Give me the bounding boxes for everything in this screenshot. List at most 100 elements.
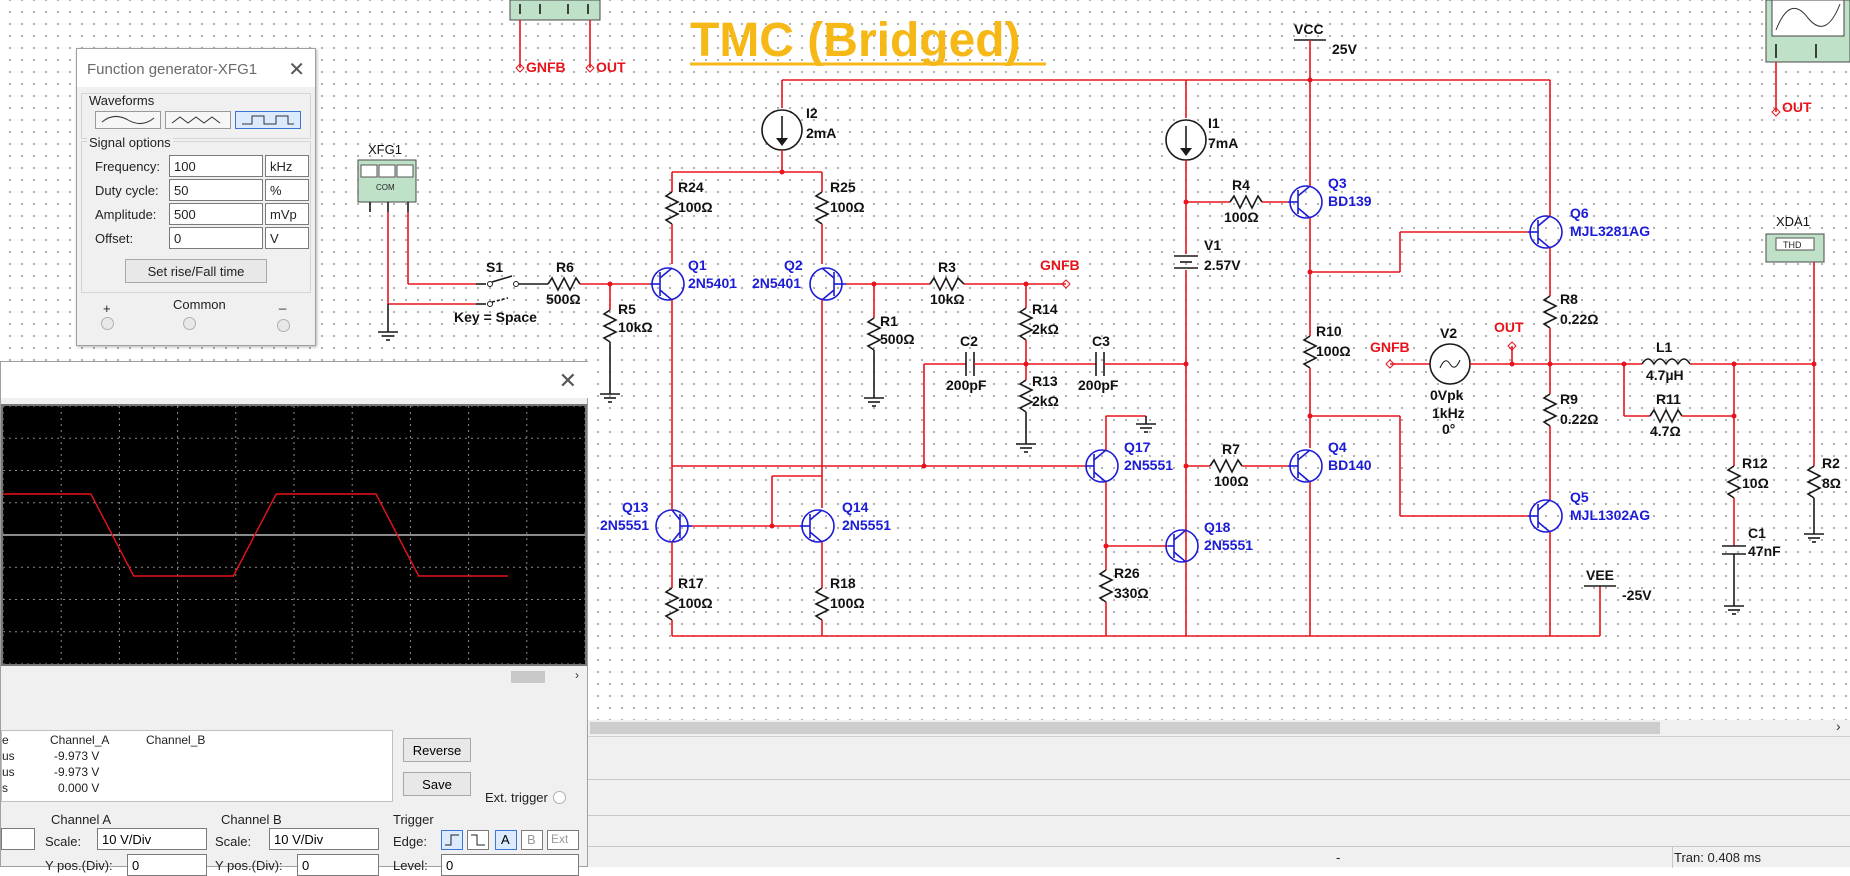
battery-v1[interactable]: [1174, 255, 1198, 269]
transistor-q17[interactable]: [1085, 449, 1119, 483]
ch-a-scale-field[interactable]: 10 V/Div: [97, 828, 207, 850]
square-wave-button[interactable]: [235, 111, 301, 129]
resistor-r10[interactable]: [1302, 335, 1318, 369]
r7-ref: R7: [1222, 441, 1240, 457]
resistor-r18[interactable]: [814, 587, 830, 621]
resistor-r25[interactable]: [814, 191, 830, 225]
capacitor-c2[interactable]: [965, 352, 975, 376]
canvas-scroll-thumb[interactable]: [590, 722, 1660, 734]
resistor-r2[interactable]: [1806, 465, 1822, 499]
transistor-q14[interactable]: [800, 509, 835, 543]
duty-cycle-unit[interactable]: %: [265, 179, 309, 201]
oscilloscope-graticule: [2, 405, 586, 665]
transistor-q4[interactable]: [1288, 449, 1323, 483]
frequency-unit[interactable]: kHz: [265, 155, 309, 177]
function-generator-titlebar[interactable]: Function generator-XFG1 ✕: [77, 49, 315, 87]
vcc-voltage: 25V: [1332, 41, 1358, 57]
readout-table: e Channel_A Channel_B us -9.973 V us -9.…: [1, 730, 393, 802]
scroll-right-arrow-icon[interactable]: ›: [1836, 718, 1841, 734]
minus-terminal-radio[interactable]: [277, 319, 290, 332]
transistor-q2[interactable]: [809, 267, 846, 301]
resistor-r26[interactable]: [1098, 569, 1114, 603]
transistor-q1[interactable]: [650, 267, 685, 301]
resistor-r14[interactable]: [1018, 307, 1034, 341]
inductor-l1[interactable]: [1641, 358, 1691, 366]
sine-wave-button[interactable]: [95, 111, 161, 129]
resistor-r9[interactable]: [1542, 393, 1558, 427]
set-rise-fall-time-button[interactable]: Set rise/Fall time: [125, 259, 267, 283]
trigger-b-button[interactable]: B: [521, 830, 543, 850]
transistor-q3[interactable]: [1288, 185, 1323, 219]
xda1-distortion-analyzer[interactable]: THD: [1765, 233, 1825, 263]
oscilloscope-screen[interactable]: [0, 404, 587, 666]
reverse-button[interactable]: Reverse: [403, 738, 471, 762]
amplitude-unit[interactable]: mVp: [265, 203, 309, 225]
trigger-a-button[interactable]: A: [495, 830, 517, 850]
common-terminal-label: Common: [173, 297, 226, 312]
v2-phase: 0°: [1442, 421, 1455, 437]
function-generator-dialog[interactable]: Function generator-XFG1 ✕ Waveforms Sign…: [76, 48, 316, 346]
instrument-top-left[interactable]: [509, 0, 601, 21]
oscilloscope-scrollbar[interactable]: [1, 670, 587, 684]
resistor-r17[interactable]: [664, 587, 680, 621]
ext-trigger-radio[interactable]: [553, 791, 566, 804]
r6-ref: R6: [556, 259, 574, 275]
offset-unit[interactable]: V: [265, 227, 309, 249]
capacitor-c3[interactable]: [1095, 352, 1105, 376]
resistor-r5[interactable]: [602, 309, 618, 343]
offset-input[interactable]: 0: [169, 227, 263, 249]
trigger-ext-button[interactable]: Ext: [547, 830, 579, 850]
resistor-r8[interactable]: [1542, 295, 1558, 329]
scroll-right-icon[interactable]: ›: [575, 668, 579, 682]
transistor-q13[interactable]: [655, 509, 692, 543]
current-source-i1[interactable]: [1165, 119, 1207, 161]
resistor-r3[interactable]: [929, 276, 965, 292]
resistor-r11[interactable]: [1649, 408, 1683, 424]
common-terminal-radio[interactable]: [183, 317, 196, 330]
resistor-r7[interactable]: [1209, 458, 1243, 474]
resistor-r24[interactable]: [664, 191, 680, 225]
ch-a-ypos-field[interactable]: 0: [127, 854, 207, 876]
oscilloscope-scroll-thumb[interactable]: [511, 671, 545, 683]
close-icon[interactable]: ✕: [558, 368, 577, 393]
ch-b-ypos-field[interactable]: 0: [297, 854, 379, 876]
resistor-r13[interactable]: [1018, 379, 1034, 413]
resistor-r1[interactable]: [866, 317, 882, 351]
triangle-wave-button[interactable]: [165, 111, 231, 129]
current-source-i2[interactable]: [761, 109, 803, 151]
gnfb-right-label: GNFB: [1370, 339, 1410, 355]
resistor-r4[interactable]: [1229, 194, 1263, 210]
instrument-top-right[interactable]: [1765, 0, 1850, 63]
save-button[interactable]: Save: [403, 772, 471, 796]
frequency-input[interactable]: 100: [169, 155, 263, 177]
r10-ref: R10: [1316, 323, 1342, 339]
resistor-r6[interactable]: [547, 276, 581, 292]
xfg1-generator-symbol[interactable]: COM: [357, 159, 417, 203]
frequency-label: Frequency:: [95, 159, 161, 174]
transistor-q5[interactable]: [1528, 499, 1563, 533]
r4-value: 100Ω: [1224, 209, 1259, 225]
transistor-q18[interactable]: [1165, 529, 1199, 563]
out-mid-label: OUT: [1494, 319, 1524, 335]
ch-b-scale-field[interactable]: 10 V/Div: [269, 828, 379, 850]
schematic-drawing[interactable]: TMC (Bridged) GNFB OUT OUT XFG1 COM: [0, 0, 1850, 720]
readout-t2-a: -9.973 V: [54, 765, 100, 779]
oscilloscope-window[interactable]: ✕ › e Channel_A Channel_B us -9.973 V us…: [0, 361, 589, 876]
q18-ref: Q18: [1204, 519, 1231, 535]
close-icon[interactable]: ✕: [288, 59, 305, 81]
duty-cycle-input[interactable]: 50: [169, 179, 263, 201]
timebase-field[interactable]: [1, 828, 35, 850]
oscilloscope-titlebar[interactable]: ✕: [1, 362, 589, 398]
transistor-q6[interactable]: [1528, 215, 1563, 249]
trigger-level-field[interactable]: 0: [441, 854, 579, 876]
r8-ref: R8: [1560, 291, 1578, 307]
plus-terminal-radio[interactable]: [101, 317, 114, 330]
capacitor-c1[interactable]: [1722, 545, 1746, 555]
switch-s1[interactable]: [476, 275, 548, 307]
amplitude-input[interactable]: 500: [169, 203, 263, 225]
amplitude-label: Amplitude:: [95, 207, 157, 222]
resistor-r12[interactable]: [1726, 465, 1742, 499]
falling-edge-button[interactable]: [467, 830, 489, 850]
rising-edge-button[interactable]: [441, 830, 463, 850]
ac-source-v2[interactable]: [1429, 343, 1471, 385]
